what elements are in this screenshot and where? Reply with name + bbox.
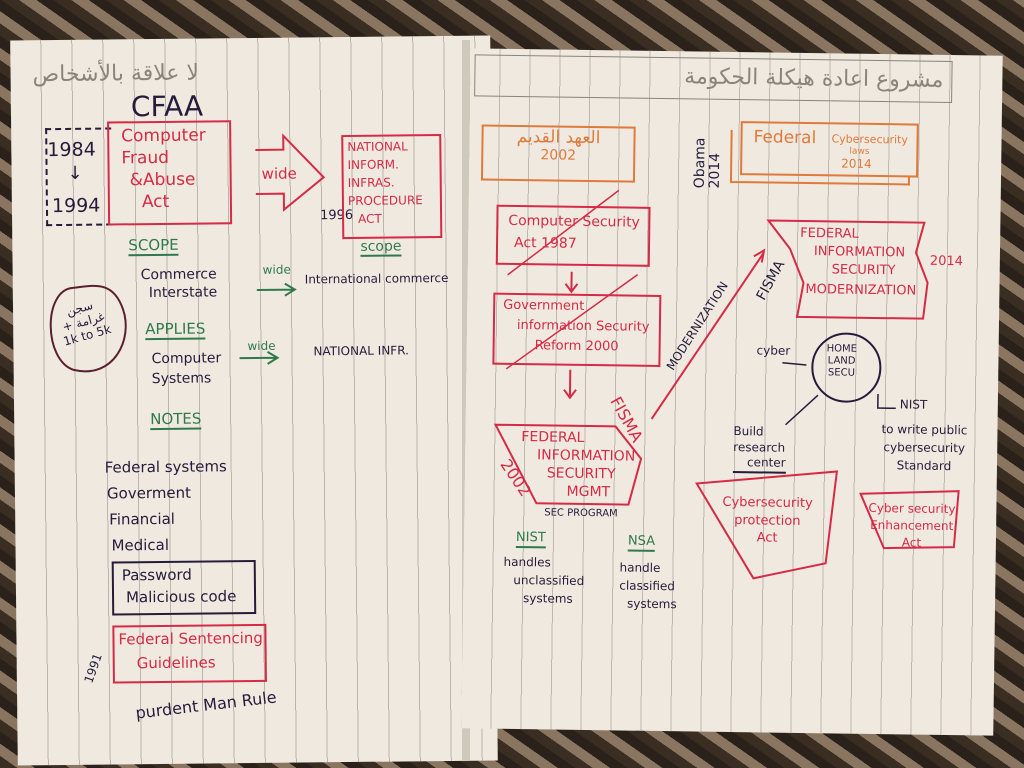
- nist-desc-line: systems: [523, 591, 573, 606]
- fisma2-line: INFORMATION: [813, 244, 906, 261]
- niipa-box: NATIONAL INFORM. INFRAS. PROCEDURE ACT: [341, 134, 443, 240]
- scope-item: Interstate: [148, 284, 218, 302]
- homeland-security: HOME LAND SECU: [826, 343, 857, 379]
- notes-item: Federal systems: [104, 457, 227, 477]
- notes-boxed-line: Malicious code: [125, 587, 237, 607]
- niipa-line: ACT: [358, 211, 382, 226]
- nsa-desc-line: systems: [626, 596, 677, 612]
- cpa-box: Cybersecurity protection Act: [722, 494, 813, 548]
- fisma-line: INFORMATION: [536, 447, 636, 465]
- nist2-desc: to write public cybersecurity Standard: [881, 420, 968, 475]
- cpa-line: Act: [756, 530, 778, 546]
- applies-item: Computer: [151, 350, 222, 368]
- notes-boxed-line: Password: [121, 565, 192, 585]
- right-notebook-page: مشروع اعادة هيكلة الحكومة العهد القديم 2…: [461, 48, 1003, 736]
- cpa-line: protection: [734, 512, 801, 529]
- build-line: center: [732, 455, 786, 474]
- niipa-line: PROCEDURE: [347, 193, 423, 209]
- fisma-line: SECURITY: [546, 465, 616, 483]
- build-line: research: [733, 439, 786, 455]
- notes-item: Goverment: [106, 483, 192, 503]
- nsa-desc: handle classified systems: [619, 558, 677, 613]
- cyber-label: cyber: [756, 343, 791, 358]
- fisma-line: MGMT: [566, 483, 611, 501]
- wide-label: wide: [261, 164, 297, 183]
- fed-cyber-line: laws: [849, 146, 870, 157]
- sentencing-line: Guidelines: [136, 653, 216, 673]
- nist-desc-line: handles: [503, 554, 551, 570]
- cea-line: Act: [901, 534, 922, 550]
- niipa-line: INFRAS.: [347, 175, 395, 191]
- scope-item: Commerce: [140, 266, 217, 284]
- fed-cyber-line: Federal: [753, 127, 817, 149]
- notes-item: Medical: [111, 535, 170, 555]
- notes-boxed: Password Malicious code: [111, 559, 257, 616]
- cpa-line: Cybersecurity: [722, 494, 813, 512]
- fed-cyber-line: 2014: [841, 156, 872, 171]
- fisma2-line: MODERNIZATION: [805, 282, 917, 299]
- cea-box: Cyber security Enhancement Act: [868, 500, 956, 552]
- wide-label: wide: [262, 262, 291, 277]
- obama-line: 2014: [707, 152, 724, 189]
- fisma2-line: FEDERAL: [800, 225, 859, 242]
- nist-desc-line: unclassified: [513, 572, 585, 588]
- notes-heading: NOTES: [150, 410, 202, 431]
- fed-cyber-line: Cybersecurity: [831, 132, 909, 147]
- homeland-line: SECU: [827, 367, 856, 379]
- nist-heading: NIST: [515, 530, 546, 549]
- niipa-line: INFORM.: [347, 157, 399, 173]
- homeland-line: LAND: [827, 355, 856, 367]
- left-notebook-page: لا علاقة بالأشخاص CFAA 1984 ↓ 1994 Compu…: [10, 35, 498, 766]
- wide-arrow-icon: [49, 133, 326, 373]
- sentencing-box: Federal Sentencing Guidelines: [112, 623, 267, 684]
- fisma2-year: 2014: [929, 253, 964, 270]
- applies-heading: APPLIES: [145, 320, 206, 341]
- nist-desc: handles unclassified systems: [503, 553, 585, 608]
- nist2-label: NIST: [899, 397, 928, 412]
- nsa-heading: NSA: [627, 534, 655, 552]
- nsa-desc-line: classified: [619, 578, 676, 594]
- applies-wide-value: NATIONAL INFR.: [313, 343, 409, 359]
- nist2-desc-line: Standard: [896, 458, 952, 474]
- scope-wide-value: International commerce: [304, 270, 449, 287]
- right-diagram-lines: [493, 121, 960, 580]
- build-research-center: Build research center: [732, 424, 786, 474]
- notes-item: Financial: [109, 509, 176, 529]
- wide-label: wide: [247, 338, 276, 354]
- homeland-line: HOME: [826, 343, 858, 355]
- fisma-line: FEDERAL: [521, 429, 585, 446]
- applies-item: Systems: [151, 370, 212, 388]
- nsa-desc-line: handle: [619, 560, 661, 576]
- nist2-desc-line: to write public: [881, 422, 968, 438]
- scope-heading-right: scope: [360, 238, 402, 257]
- nist2-desc-line: cybersecurity: [883, 440, 966, 456]
- build-line: Build: [733, 424, 764, 439]
- niipa-line: NATIONAL: [347, 139, 408, 155]
- fisma2-line: SECURITY: [831, 262, 896, 279]
- sentencing-line: Federal Sentencing: [118, 628, 263, 649]
- cea-line: Enhancement: [870, 517, 954, 533]
- sec-program: SEC PROGRAM: [544, 507, 618, 520]
- scope-heading: SCOPE: [128, 236, 179, 257]
- cea-line: Cyber security: [868, 500, 956, 517]
- obama-2014: Obama 2014: [692, 137, 724, 189]
